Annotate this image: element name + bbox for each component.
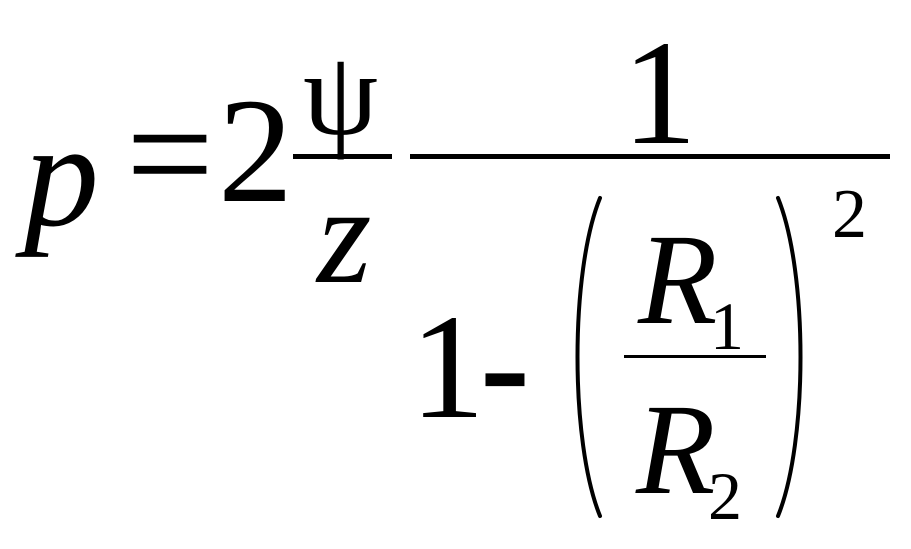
minus-sign: - (480, 282, 530, 448)
denominator-one: 1 (410, 284, 485, 450)
right-parenthesis (776, 196, 803, 518)
left-parenthesis (575, 196, 602, 518)
exponent-two: 2 (832, 176, 867, 253)
equals-sign: = (126, 67, 214, 240)
subscript-one: 1 (710, 288, 744, 364)
variable-p: p (24, 92, 99, 258)
main-numerator-one: 1 (622, 10, 697, 176)
coefficient-two: 2 (218, 68, 293, 234)
psi-numerator: ψ (303, 27, 379, 160)
subscript-two: 2 (708, 458, 742, 534)
psi-fraction-bar (293, 154, 392, 159)
z-denominator: z (317, 158, 372, 313)
r-numerator: R (638, 208, 718, 352)
main-fraction-bar (410, 154, 890, 159)
ratio-fraction-bar (624, 355, 766, 358)
r-denominator: R (636, 378, 716, 522)
